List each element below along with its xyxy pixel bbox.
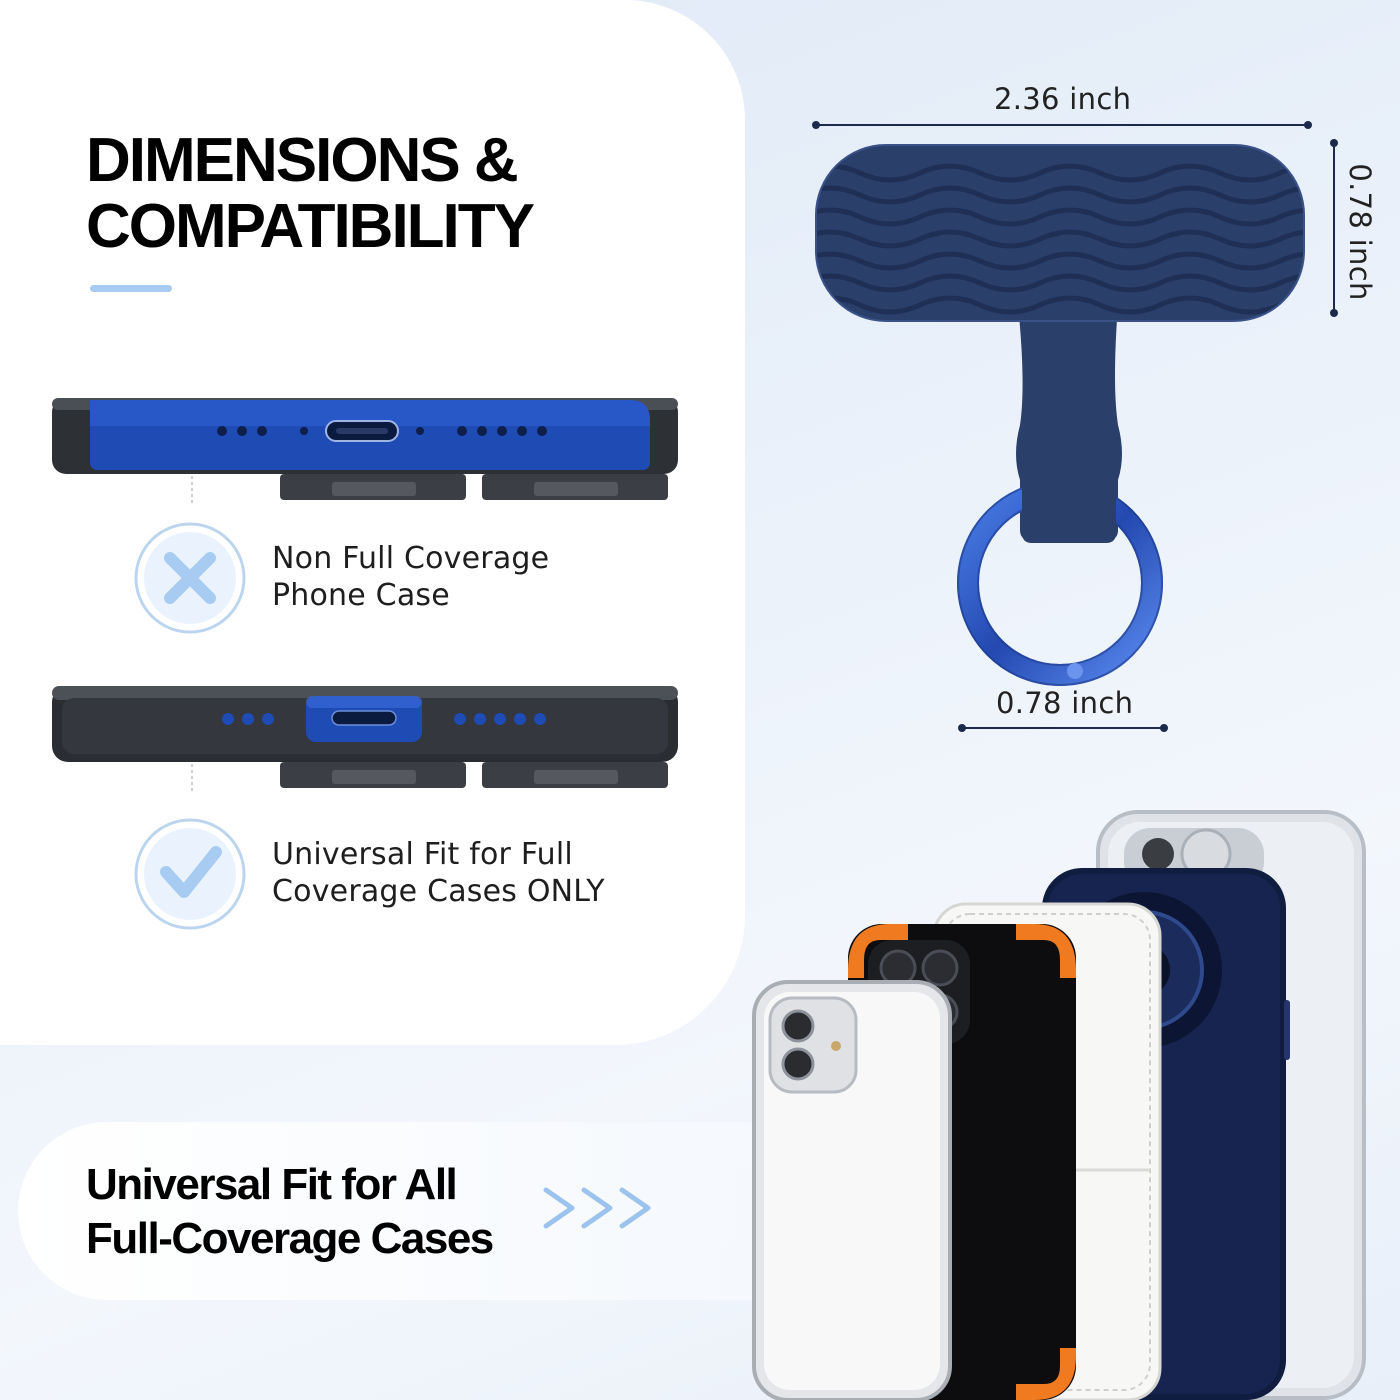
clear-case-front — [752, 980, 952, 1400]
label-line: Non Full Coverage — [272, 541, 550, 576]
width-dimension-label: 2.36 inch — [994, 82, 1132, 116]
phone-cases-group — [752, 810, 1366, 1400]
height-dimension-label: 0.78 inch — [1343, 163, 1377, 301]
label-line: Universal Fit for Full — [272, 837, 573, 872]
phone-bottom-non-full-case — [52, 398, 678, 506]
title-line-2: COMPATIBILITY — [86, 192, 535, 261]
full-coverage-label: Universal Fit for Full Coverage Cases ON… — [272, 836, 605, 910]
check-icon — [134, 818, 246, 930]
ring-dimension-label: 0.78 inch — [996, 686, 1134, 720]
banner-line-1: Universal Fit for All — [86, 1160, 458, 1209]
phone-bottom-full-case — [52, 686, 678, 794]
banner-title: Universal Fit for All Full-Coverage Case… — [86, 1158, 494, 1266]
label-line: Phone Case — [272, 578, 450, 613]
page-title: DIMENSIONS & COMPATIBILITY — [86, 126, 535, 261]
banner-line-2: Full-Coverage Cases — [86, 1214, 494, 1263]
label-line: Coverage Cases ONLY — [272, 874, 605, 909]
non-full-coverage-label: Non Full Coverage Phone Case — [272, 540, 549, 614]
left-panel — [0, 0, 745, 1045]
title-underline — [90, 285, 172, 292]
cross-icon — [134, 522, 246, 634]
chevron-right-icons — [543, 1187, 651, 1229]
tether-illustration — [812, 121, 1338, 732]
title-line-1: DIMENSIONS & — [86, 126, 519, 195]
